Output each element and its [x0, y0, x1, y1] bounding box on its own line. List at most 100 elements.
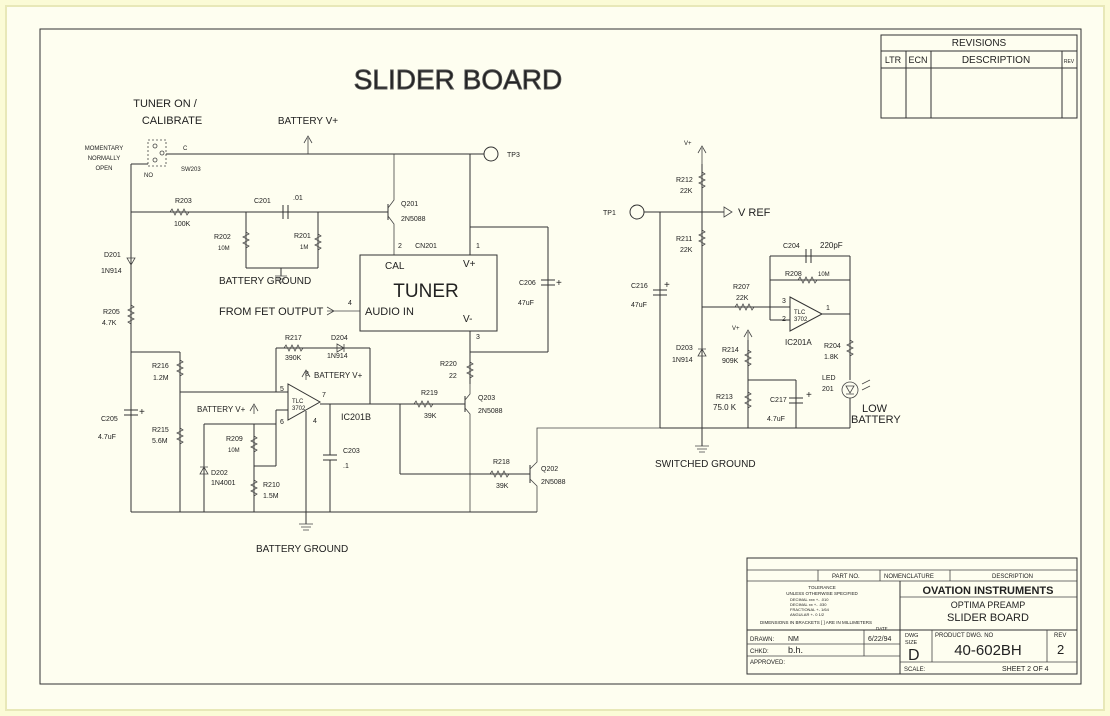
- label-led: LED: [822, 375, 836, 382]
- resistor-r204: [846, 339, 854, 357]
- label-cn-pin1: 1: [476, 243, 480, 250]
- label-audio-in: AUDIO IN: [365, 306, 414, 318]
- label-r214: R214: [722, 347, 739, 354]
- label-tuner-on: TUNER ON /: [133, 98, 198, 110]
- label-d204: D204: [331, 335, 348, 342]
- tb-nomenclature: NOMENCLATURE: [884, 574, 934, 580]
- label-c204: C204: [783, 243, 800, 250]
- label-tp3: TP3: [507, 152, 520, 159]
- label-r207-val: 22K: [736, 295, 749, 302]
- ground-symbol-bottom: [299, 523, 313, 531]
- label-q203: Q203: [478, 395, 495, 402]
- tb-size-val: D: [908, 647, 920, 664]
- tb-description: DESCRIPTION: [992, 574, 1033, 580]
- label-opamp2-pin3: 3: [782, 298, 786, 305]
- resistor-r201: [314, 233, 322, 251]
- resistor-r207: [734, 303, 755, 311]
- label-battery-vplus-opamp: BATTERY V+: [314, 371, 363, 380]
- rev-col-ltr: LTR: [885, 55, 902, 65]
- rev-col-description: DESCRIPTION: [962, 55, 1030, 66]
- label-momentary: MOMENTARY: [85, 146, 123, 152]
- label-tlc: TLC: [292, 399, 304, 405]
- label-switched-ground: SWITCHED GROUND: [655, 459, 756, 470]
- c217-plus: +: [806, 390, 812, 401]
- label-c206-val: 47uF: [518, 300, 534, 307]
- tb-drawn-lbl: DRAWN:: [750, 637, 774, 643]
- label-c205: C205: [101, 416, 118, 423]
- label-normally: NORMALLY: [88, 156, 121, 162]
- label-r203-val: 100K: [174, 221, 191, 228]
- label-c216: C216: [631, 283, 648, 290]
- label-r219-val: 39K: [424, 413, 437, 420]
- label-tlc2: TLC: [794, 310, 806, 316]
- label-r202-val: 10M: [218, 246, 230, 252]
- diode-d203: [697, 348, 707, 357]
- label-r204-val: 1.8K: [824, 354, 839, 361]
- label-battery: BATTERY: [851, 414, 901, 426]
- label-r217-val: 390K: [285, 355, 302, 362]
- label-r216: R216: [152, 363, 169, 370]
- label-r212: R212: [676, 177, 693, 184]
- label-r213-val: 75.0 K: [713, 403, 737, 412]
- label-tuner: TUNER: [393, 281, 458, 302]
- resistor-r209: [250, 435, 258, 453]
- label-tp1: TP1: [603, 210, 616, 217]
- label-r210-val: 1.5M: [263, 493, 279, 500]
- label-opamp-pin5: 5: [280, 386, 284, 393]
- label-c201: C201: [254, 198, 271, 205]
- label-c203: C203: [343, 448, 360, 455]
- label-r205-val: 4.7K: [102, 320, 117, 327]
- opamp-ic201a: [789, 296, 824, 332]
- tb-product: OPTIMA PREAMP: [951, 600, 1026, 610]
- label-q202: Q202: [541, 466, 558, 473]
- label-r217: R217: [285, 335, 302, 342]
- label-d203: D203: [676, 345, 693, 352]
- label-r220: R220: [440, 361, 457, 368]
- label-ic201b: IC201B: [341, 412, 371, 422]
- tb-part-no: PART NO.: [832, 574, 860, 580]
- label-c205-val: 4.7uF: [98, 434, 116, 441]
- label-right-vplus: V+: [684, 141, 692, 147]
- label-q202-type: 2N5088: [541, 479, 566, 486]
- label-d201-type: 1N914: [101, 268, 122, 275]
- tuner-module: [359, 254, 498, 332]
- label-sw-no: NO: [144, 173, 153, 179]
- resistor-r215: [176, 427, 184, 445]
- tb-rev-val: 2: [1057, 642, 1064, 657]
- label-battery-vplus-left: BATTERY V+: [197, 405, 246, 414]
- label-opamp-pin6: 6: [280, 419, 284, 426]
- rev-col-rev: REV: [1064, 59, 1075, 65]
- resistor-r214: [744, 349, 752, 367]
- resistor-r210: [250, 479, 258, 497]
- label-battery-ground-bottom: BATTERY GROUND: [256, 544, 348, 555]
- label-low: LOW: [862, 403, 888, 415]
- label-r219: R219: [421, 390, 438, 397]
- label-tuner-vplus: V+: [463, 259, 476, 270]
- c205-plus: +: [139, 407, 145, 418]
- revisions-header: REVISIONS: [952, 38, 1007, 49]
- label-vref: V REF: [738, 207, 771, 219]
- label-tlc-num: 3702: [292, 406, 306, 412]
- tb-dwg: DWG: [905, 633, 918, 639]
- label-r209-val: 10M: [228, 448, 240, 454]
- label-r208: R208: [785, 271, 802, 278]
- tb-approved-lbl: APPROVED:: [750, 660, 785, 666]
- right-circuit: V+ R212 22K TP1 V REF R211 22K C216 47uF…: [603, 141, 901, 470]
- label-cn-pin3: 3: [476, 334, 480, 341]
- label-c217-val: 4.7uF: [767, 416, 785, 423]
- label-r201: R201: [294, 233, 311, 240]
- drawing-border: [39, 28, 1082, 685]
- label-battery-ground-mid: BATTERY GROUND: [219, 276, 311, 287]
- label-cn201: CN201: [415, 243, 437, 250]
- label-r214-val: 909K: [722, 358, 739, 365]
- tb-sheet: SHEET 2 OF 4: [1002, 666, 1049, 673]
- label-r207: R207: [733, 284, 750, 291]
- label-c206: C206: [519, 280, 536, 287]
- label-d202: D202: [211, 470, 228, 477]
- tb-scale-lbl: SCALE:: [904, 667, 926, 673]
- label-opamp-pin4: 4: [313, 418, 317, 425]
- tb-rev-hdr: REV: [1054, 633, 1066, 639]
- label-cn-pin2: 2: [398, 243, 402, 250]
- label-r218: R218: [493, 459, 510, 466]
